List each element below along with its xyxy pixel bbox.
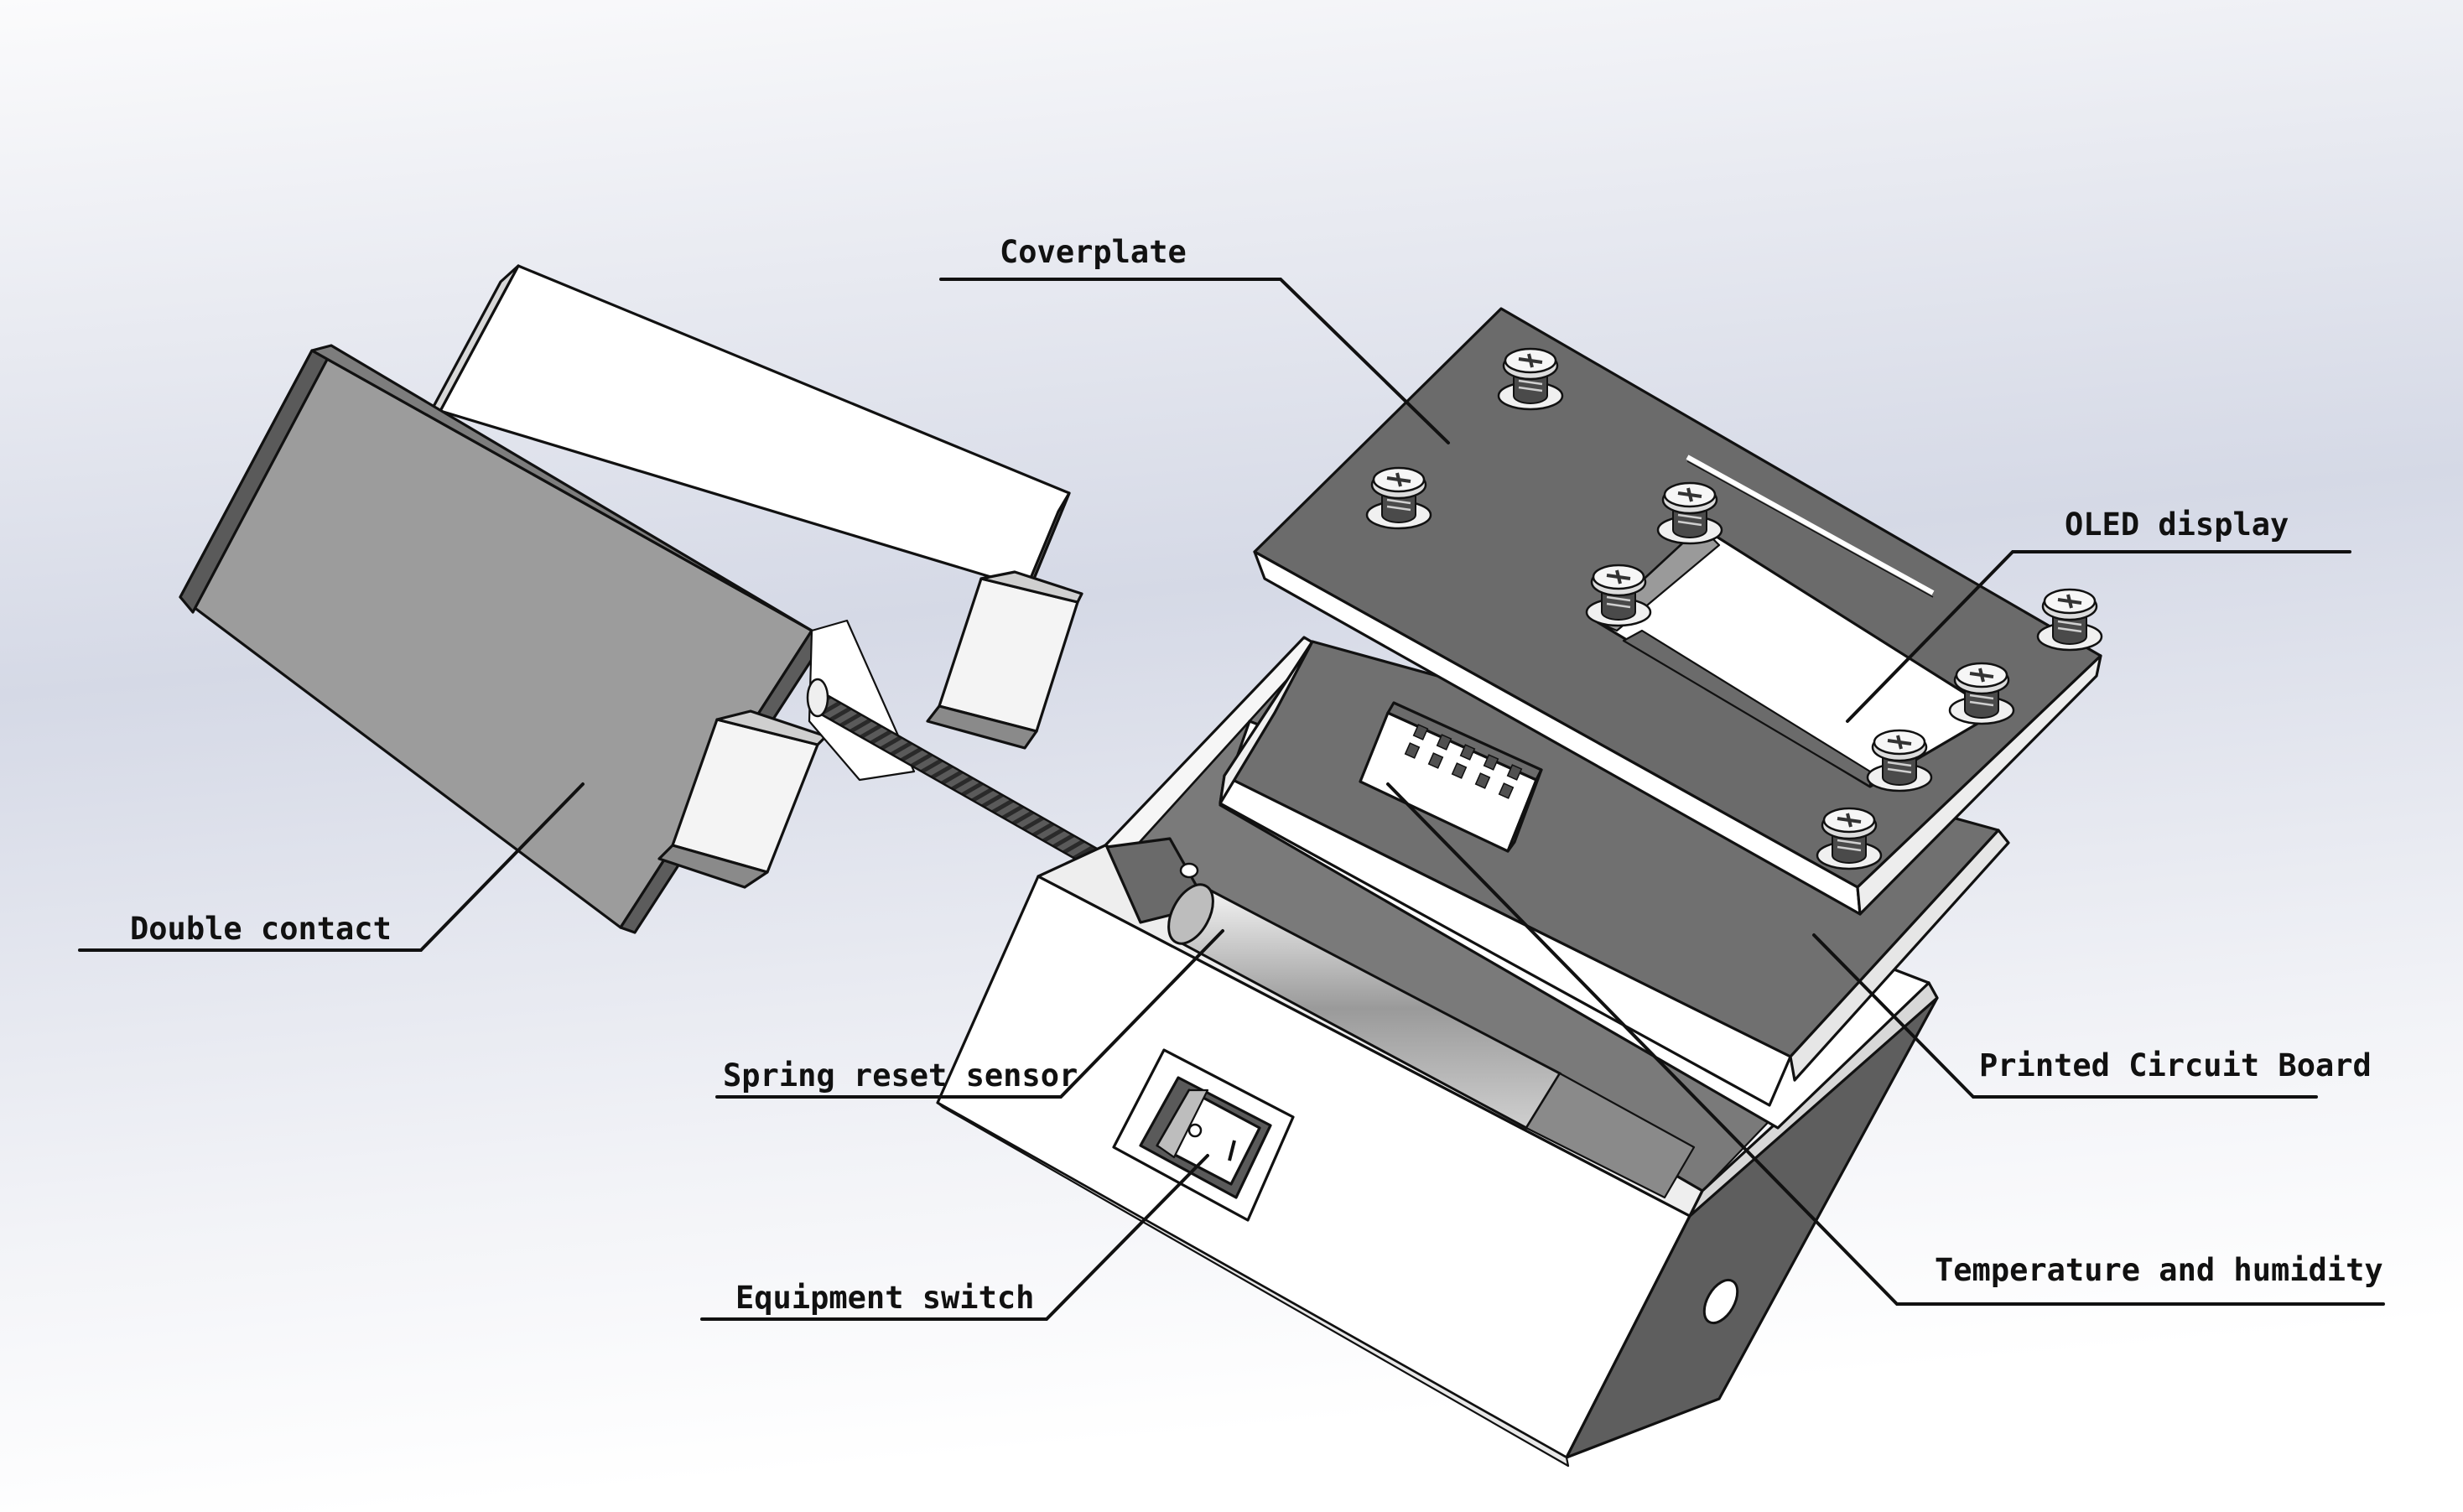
- label-double-contact: Double contact: [130, 911, 392, 947]
- equipment-switch-part: [1112, 1048, 1295, 1222]
- label-temperature-humidity: Temperature and humidity: [1935, 1252, 2383, 1288]
- leader-spring-reset-sensor: [715, 929, 1224, 1099]
- leader-temperature-humidity: [1386, 782, 2385, 1306]
- spring-reset-sensor-part: [1105, 837, 1696, 1199]
- label-coverplate: Coverplate: [1000, 234, 1187, 270]
- label-equipment-switch: Equipment switch: [735, 1280, 1034, 1316]
- threaded-rod: [806, 678, 1099, 867]
- leader-coverplate: [939, 278, 1450, 444]
- leader-equipment-switch: [700, 1154, 1209, 1321]
- label-oled-display: OLED display: [2065, 507, 2289, 543]
- leader-lines: [78, 278, 2385, 1321]
- leader-printed-circuit-board: [1812, 933, 2318, 1099]
- leader-double-contact: [78, 782, 585, 952]
- temperature-humidity-sensor-part: [1359, 701, 1543, 853]
- label-printed-circuit-board: Printed Circuit Board: [1979, 1047, 2372, 1083]
- label-spring-reset-sensor: Spring reset sensor: [723, 1057, 1078, 1094]
- leader-oled-display: [1846, 550, 2351, 723]
- labels: Coverplate OLED display Double contact P…: [130, 234, 2383, 1316]
- double-contact-part: [179, 264, 1083, 934]
